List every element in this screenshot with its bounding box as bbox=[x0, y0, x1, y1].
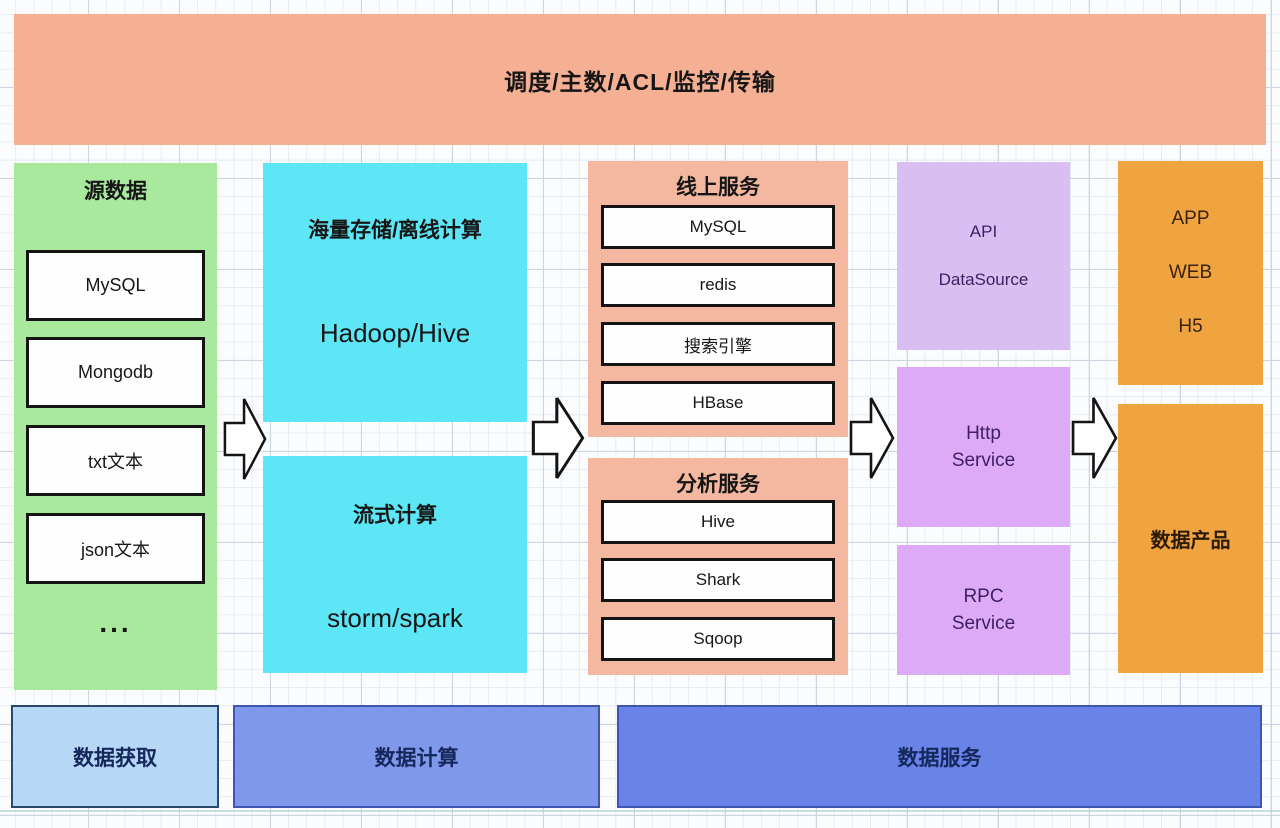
app-label: APP bbox=[1171, 208, 1210, 229]
rpc-label: RPC bbox=[963, 585, 1004, 607]
service-item-label: redis bbox=[699, 275, 737, 294]
analysis-service-group: 分析服务 Hive Shark Sqoop bbox=[588, 458, 848, 675]
rpc-service-box: RPC Service bbox=[897, 545, 1070, 675]
offline-compute-tech: Hadoop/Hive bbox=[319, 317, 471, 348]
online-service-redis: redis bbox=[601, 263, 835, 307]
source-item-label: json文本 bbox=[80, 539, 151, 560]
service-item-label: HBase bbox=[692, 393, 744, 412]
online-service-hbase: HBase bbox=[601, 381, 835, 425]
stage-label: 数据计算 bbox=[374, 746, 459, 770]
channels-box: APP WEB H5 bbox=[1118, 161, 1263, 385]
http-label: Http bbox=[966, 422, 1001, 444]
top-banner: 调度/主数/ACL/监控/传输 bbox=[14, 14, 1266, 145]
source-item-label: Mongodb bbox=[77, 362, 154, 382]
source-item-label: txt文本 bbox=[87, 451, 143, 472]
online-service-mysql: MySQL bbox=[601, 205, 835, 249]
api-datasource-box: API DataSource bbox=[897, 162, 1070, 350]
online-service-group: 线上服务 MySQL redis 搜索引擎 HBase bbox=[588, 161, 848, 437]
top-banner-label: 调度/主数/ACL/监控/传输 bbox=[504, 68, 776, 95]
stage-label: 数据服务 bbox=[897, 746, 982, 770]
online-service-search: 搜索引擎 bbox=[601, 322, 835, 366]
source-data-column: 源数据 MySQL Mongodb txt文本 json文本 ... bbox=[14, 163, 217, 690]
analysis-service-shark: Shark bbox=[601, 558, 835, 602]
api-label: API bbox=[969, 222, 998, 241]
analysis-service-sqoop: Sqoop bbox=[601, 617, 835, 661]
source-more-ellipsis: ... bbox=[99, 607, 132, 638]
datasource-label: DataSource bbox=[938, 270, 1029, 289]
h5-label: H5 bbox=[1178, 316, 1203, 337]
stream-compute-title: 流式计算 bbox=[353, 504, 437, 527]
analysis-service-hive: Hive bbox=[601, 500, 835, 544]
source-item-mongodb: Mongodb bbox=[26, 337, 205, 408]
http-service-box: Http Service bbox=[897, 367, 1070, 527]
stream-compute-tech: storm/spark bbox=[327, 602, 463, 633]
source-item-label: MySQL bbox=[85, 275, 146, 295]
stage-label: 数据获取 bbox=[73, 746, 157, 770]
service-item-label: Sqoop bbox=[693, 629, 743, 648]
data-product-box: 数据产品 bbox=[1118, 404, 1263, 673]
stage-data-acquisition: 数据获取 bbox=[11, 705, 219, 808]
http-service-label: Service bbox=[951, 449, 1016, 471]
service-item-label: MySQL bbox=[689, 217, 747, 236]
service-item-label: Shark bbox=[695, 570, 741, 589]
flow-arrow-icon bbox=[849, 397, 895, 479]
flow-arrow-icon bbox=[223, 398, 267, 480]
web-label: WEB bbox=[1168, 262, 1213, 283]
source-item-txt: txt文本 bbox=[26, 425, 205, 496]
source-column-title: 源数据 bbox=[84, 180, 147, 203]
offline-compute-box: 海量存储/离线计算 Hadoop/Hive bbox=[263, 163, 527, 422]
stage-data-service: 数据服务 bbox=[617, 705, 1262, 808]
flow-arrow-icon bbox=[1071, 397, 1118, 479]
analysis-service-title: 分析服务 bbox=[676, 473, 760, 496]
online-service-title: 线上服务 bbox=[676, 176, 760, 199]
service-item-label: 搜索引擎 bbox=[684, 336, 752, 356]
source-item-mysql: MySQL bbox=[26, 250, 205, 321]
flow-arrow-icon bbox=[531, 397, 585, 479]
service-item-label: Hive bbox=[700, 512, 735, 531]
stage-data-compute: 数据计算 bbox=[233, 705, 600, 808]
stream-compute-box: 流式计算 storm/spark bbox=[263, 456, 527, 673]
source-item-json: json文本 bbox=[26, 513, 205, 584]
offline-compute-title: 海量存储/离线计算 bbox=[308, 219, 482, 242]
data-product-label: 数据产品 bbox=[1150, 530, 1231, 552]
rpc-service-label: Service bbox=[951, 612, 1016, 634]
baseline-divider bbox=[0, 810, 1280, 812]
